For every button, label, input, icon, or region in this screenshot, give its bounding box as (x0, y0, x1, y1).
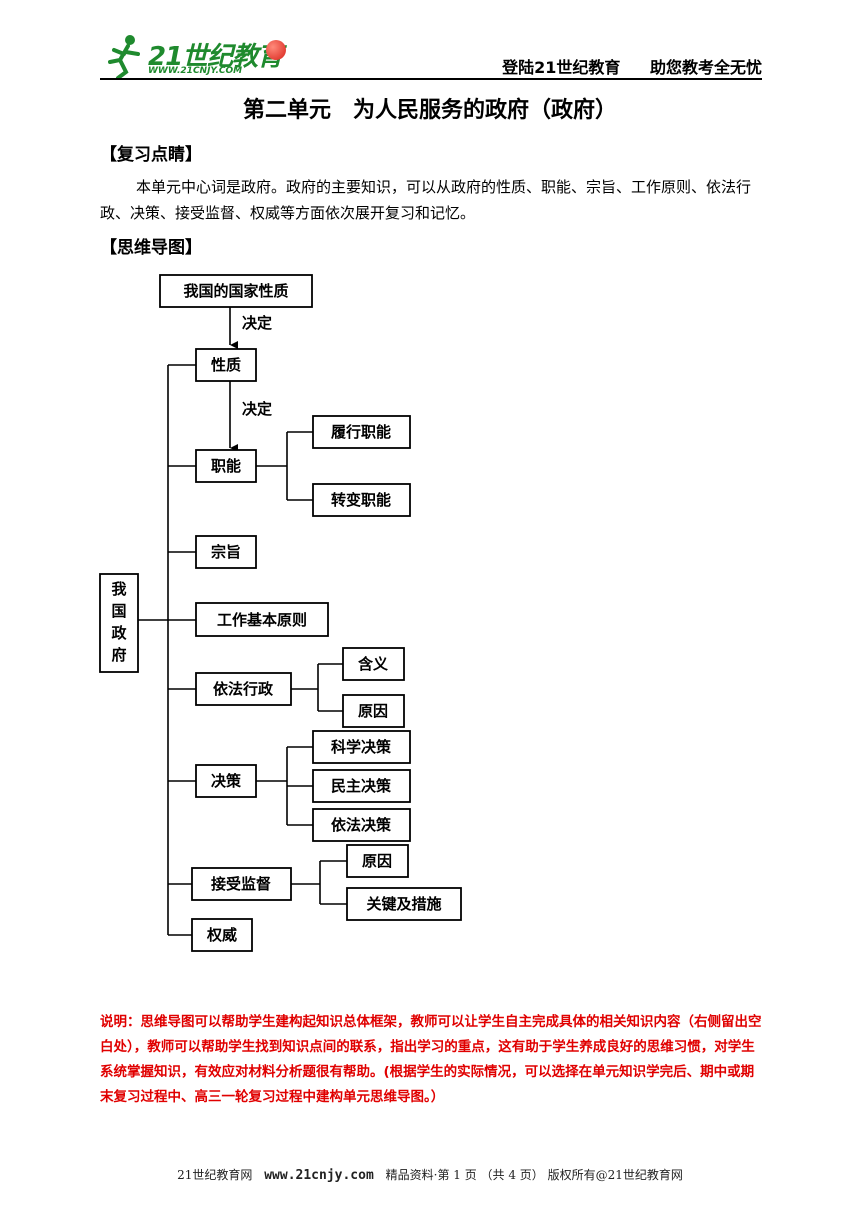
box-function-2 (312, 483, 411, 517)
label-decision: 决策 (211, 772, 242, 790)
box-law (195, 672, 292, 706)
footer-site: 21世纪教育网 (177, 1168, 253, 1182)
header-rule (100, 78, 762, 80)
logo-ball-icon (266, 40, 286, 60)
box-principle (195, 602, 329, 637)
page-footer: 21世纪教育网 www.21cnjy.com 精品资料·第 1 页 （共 4 页… (0, 1166, 860, 1183)
label-law-2: 原因 (358, 702, 388, 720)
title-part2: 为人民服务的政府（政府） (353, 97, 618, 123)
label-function-1: 履行职能 (330, 423, 391, 441)
title-part1: 第二单元 (242, 97, 331, 123)
label-decision-3: 依法决策 (331, 816, 392, 834)
logo-url: WWW.21CNJY.COM (148, 66, 243, 76)
label-nature: 性质 (211, 356, 241, 374)
label-root-3: 政 (111, 624, 127, 642)
box-supervision (191, 867, 292, 901)
footer-url-link[interactable]: www.21cnjy.com (264, 1168, 374, 1183)
slogan-left: 登陆21世纪教育 (502, 58, 621, 77)
label-purpose: 宗旨 (211, 543, 241, 561)
label-decision-2: 民主决策 (331, 777, 392, 795)
box-law-2 (342, 694, 405, 728)
label-root-1: 我 (111, 580, 126, 598)
explanation-note: 说明：思维导图可以帮助学生建构起知识总体框架，教师可以让学生自主完成具体的相关知… (100, 1014, 762, 1105)
label-principle: 工作基本原则 (217, 611, 307, 629)
box-nature (195, 348, 257, 382)
box-top (159, 274, 313, 308)
label-root-4: 府 (111, 646, 126, 664)
site-logo[interactable]: 21世纪教育 WWW.21CNJY.COM (104, 32, 294, 80)
label-authority: 权威 (206, 926, 237, 944)
label-law: 依法行政 (213, 680, 274, 698)
review-body: 本单元中心词是政府。政府的主要知识，可以从政府的性质、职能、宗旨、工作原则、依法… (100, 178, 752, 222)
box-decision-2 (312, 769, 411, 803)
label-top: 我国的国家性质 (183, 282, 288, 300)
header-slogan: 登陆21世纪教育 助您教考全无忧 (478, 54, 762, 78)
box-decision-3 (312, 808, 411, 842)
page-title: 第二单元为人民服务的政府（政府） (0, 92, 860, 124)
arrow-label-2: 决定 (242, 400, 272, 418)
box-root (99, 573, 139, 673)
slogan-right: 助您教考全无忧 (649, 58, 762, 77)
footer-info: 精品资料·第 1 页 （共 4 页） 版权所有@21世纪教育网 (385, 1168, 683, 1182)
label-supervision-2: 关键及措施 (366, 895, 441, 913)
box-function (195, 449, 257, 483)
box-decision-1 (312, 730, 411, 764)
label-supervision-1: 原因 (362, 852, 392, 870)
box-law-1 (342, 647, 405, 681)
label-root-2: 国 (111, 602, 126, 620)
box-authority (191, 918, 253, 952)
page-header: 21世纪教育 WWW.21CNJY.COM 登陆21世纪教育 助您教考全无忧 (100, 22, 762, 80)
box-supervision-1 (346, 844, 409, 878)
mindmap-heading: 【思维导图】 (100, 238, 202, 258)
review-heading: 【复习点睛】 (100, 145, 202, 165)
box-purpose (195, 535, 257, 569)
label-supervision: 接受监督 (211, 875, 271, 893)
box-function-1 (312, 415, 411, 449)
mind-map-diagram: 我国的国家性质 我 国 政 府 性质 职能 宗旨 工作基本原则 依法行政 决策 … (99, 274, 462, 952)
label-function: 职能 (211, 457, 241, 475)
label-decision-1: 科学决策 (331, 738, 392, 756)
arrow-label-1: 决定 (242, 314, 272, 332)
box-supervision-2 (346, 887, 462, 921)
box-decision (195, 764, 257, 798)
label-law-1: 含义 (358, 655, 388, 673)
runner-logo-icon (108, 35, 140, 80)
logo-text: 21世纪教育 (148, 42, 283, 72)
label-function-2: 转变职能 (331, 491, 391, 509)
